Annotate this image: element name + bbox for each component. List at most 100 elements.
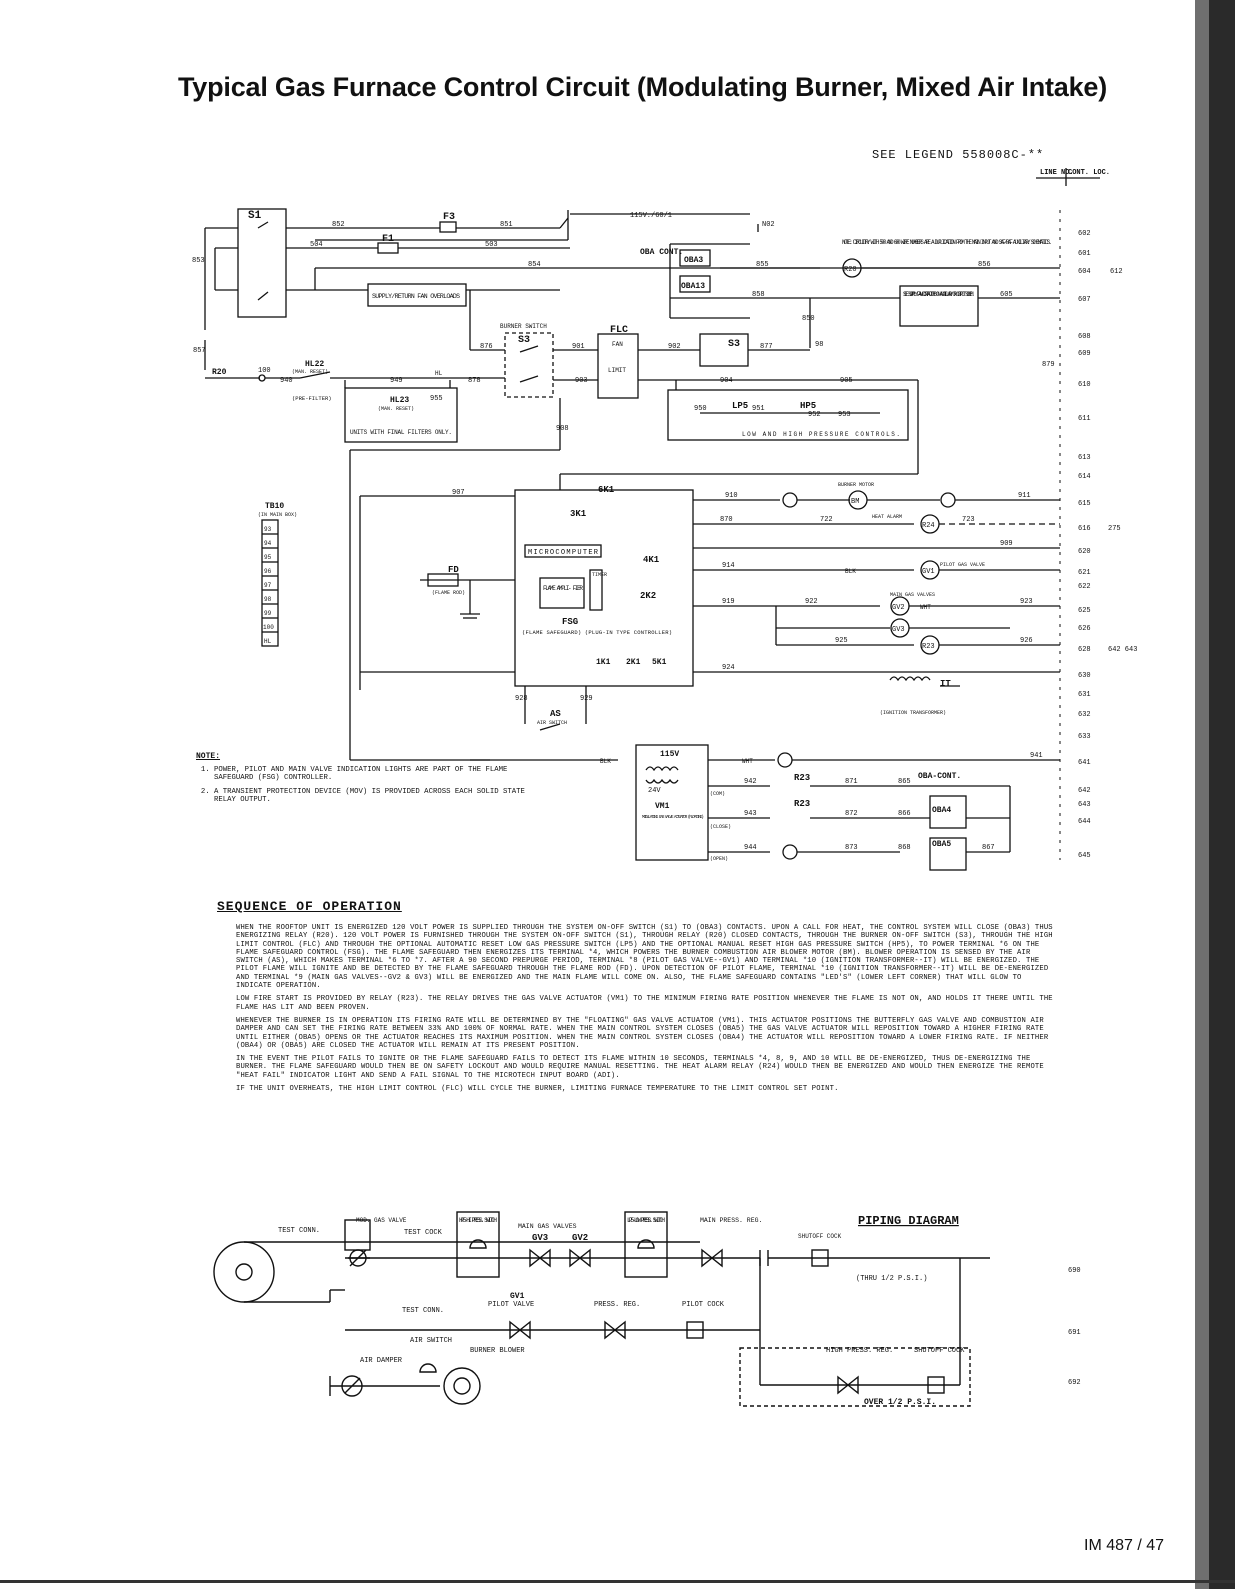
label-s3: S3 — [518, 335, 530, 346]
label-com: (COM) — [710, 791, 725, 797]
label-close: (CLOSE) — [710, 824, 731, 830]
label-vm1-desc: MODULATING GAS VALVE ACTUATOR (FLOATING) — [642, 814, 704, 820]
wire-952: 952 — [808, 411, 821, 419]
wire-873: 873 — [845, 844, 858, 852]
line-no-607: 607 — [1078, 296, 1091, 304]
line-no-602: 602 — [1078, 230, 1091, 238]
label-wht-1: WHT — [920, 604, 931, 611]
tb10-terminal-4: 96 — [264, 568, 272, 575]
line-no-630: 630 — [1078, 672, 1091, 680]
wire-98: 98 — [815, 341, 823, 349]
scan-edge-dark — [1209, 0, 1235, 1589]
line-no-614: 614 — [1078, 473, 1091, 481]
label-fan: FAN — [612, 341, 623, 348]
label-n02: N02 — [762, 221, 775, 229]
line-no-645: 645 — [1078, 852, 1091, 860]
wire-928: 928 — [515, 695, 528, 703]
pipe-press-reg: PRESS. REG. — [594, 1301, 640, 1309]
pipe-line-692: 692 — [1068, 1379, 1081, 1387]
wire-914: 914 — [722, 562, 735, 570]
schematic-notes: NOTE: POWER, PILOT AND MAIN VALVE INDICA… — [196, 752, 526, 810]
pipe-shutoff-cock: SHUTOFF COCK — [798, 1233, 842, 1240]
wire-865: 865 — [898, 778, 911, 786]
wire-901: 901 — [572, 343, 585, 351]
label-vm1: VM1 — [655, 802, 670, 811]
label-gv3: GV3 — [892, 626, 905, 634]
label-units-final-filters: UNITS WITH FINAL FILTERS ONLY. — [350, 429, 452, 436]
label-ignition-transformer: (IGNITION TRANSFORMER) — [880, 710, 946, 716]
wire-504: 504 — [310, 241, 323, 249]
wire-503: 503 — [485, 241, 498, 249]
label-s1: S1 — [248, 210, 262, 222]
wire-926: 926 — [1020, 637, 1033, 645]
wire-855: 855 — [756, 261, 769, 269]
wire-722: 722 — [820, 516, 833, 524]
piping-diagram: TEST CONN. MOD. GAS VALVE TEST COCK HP5-… — [213, 1211, 1081, 1407]
line-no-622: 622 — [1078, 583, 1091, 591]
label-hp5: HP5 — [800, 401, 816, 411]
label-r24: R24 — [922, 522, 935, 530]
label-air-switch: AIR SWITCH — [537, 720, 567, 726]
label-flame-amplifier: FLAME AMPLI- FIER — [543, 585, 583, 592]
label-2k2: 2K2 — [640, 591, 656, 601]
wire-953: 953 — [838, 411, 851, 419]
label-oba-cont: OBA CONT. — [640, 248, 683, 257]
pipe-pilot-cock: PILOT COCK — [682, 1301, 725, 1309]
pipe-test-cock: TEST COCK — [404, 1229, 443, 1237]
label-burner-motor: BURNER MOTOR — [838, 482, 874, 488]
wire-858: 858 — [752, 291, 765, 299]
label-2k1: 2K1 — [626, 658, 641, 667]
label-3k1: 3K1 — [570, 509, 587, 519]
label-gv2: GV2 — [892, 604, 905, 612]
label-tb10-sub: (IN MAIN BOX) — [258, 512, 297, 518]
label-flame-rod: (FLAME ROD) — [432, 590, 465, 596]
pipe-air-damper: AIR DAMPER — [360, 1357, 403, 1365]
wire-878: 878 — [468, 377, 481, 385]
line-no-611: 611 — [1078, 415, 1091, 423]
wire-605: 605 — [1000, 291, 1013, 299]
pipe-lp5: LP5-LOW PRESS. SWITCH — [627, 1217, 665, 1224]
line-no-615: 615 — [1078, 500, 1091, 508]
line-no-608: 608 — [1078, 333, 1091, 341]
wire-853: 853 — [192, 257, 205, 265]
wire-902: 902 — [668, 343, 681, 351]
line-no-641: 641 — [1078, 759, 1091, 767]
label-see-supply-fan: SEE SUPPLY FAN CONTACTORS ON AUXILLARY O… — [903, 291, 975, 298]
sequence-paragraph-5: IF THE UNIT OVERHEATS, THE HIGH LIMIT CO… — [236, 1085, 839, 1094]
pipe-shutoff-cock-2: SHUTOFF COCK — [914, 1347, 965, 1355]
label-r20: R20 — [212, 368, 227, 377]
label-oba4: OBA4 — [932, 806, 951, 815]
tb10-terminal-1: 93 — [264, 526, 272, 533]
wire-877: 877 — [760, 343, 773, 351]
tb10-terminal-2: 94 — [264, 540, 272, 547]
wire-856: 856 — [978, 261, 991, 269]
label-wht-2: WHT — [742, 758, 753, 765]
label-hl23: HL23 — [390, 396, 409, 405]
line-no-643: 643 — [1078, 801, 1091, 809]
wire-944: 944 — [744, 844, 757, 852]
tb10-terminal-8: 100 — [263, 624, 274, 631]
wire-904: 904 — [720, 377, 733, 385]
label-hl: HL — [435, 370, 443, 377]
wire-852: 852 — [332, 221, 345, 229]
label-pilot-gas-valve: PILOT GAS VALVE — [940, 562, 985, 568]
page-footer: IM 487 / 47 — [1084, 1537, 1165, 1554]
cont-loc-616: 275 — [1108, 525, 1121, 533]
control-circuit-schematic: S1 F1 F3 115V./60/1 N02 NOTE: CIRCUITRY … — [192, 168, 1137, 871]
pipe-gv3: GV3 — [532, 1233, 548, 1243]
sequence-paragraph-1: WHEN THE ROOFTOP UNIT IS ENERGIZED 120 V… — [236, 924, 1053, 991]
tb10-terminal-3: 95 — [264, 554, 272, 561]
pipe-air-switch: AIR SWITCH — [410, 1337, 452, 1345]
label-hl23-sub: (MAN. RESET) — [378, 406, 414, 412]
label-heat-alarm: HEAT ALARM — [872, 514, 902, 520]
label-r23-coil: R23 — [922, 643, 935, 651]
label-5k1: 5K1 — [652, 658, 667, 667]
wire-871: 871 — [845, 778, 858, 786]
line-no-620: 620 — [1078, 548, 1091, 556]
line-no-632: 632 — [1078, 711, 1091, 719]
label-limit: LIMIT — [608, 367, 626, 374]
label-main-gas-valves: MAIN GAS VALVES — [890, 592, 935, 598]
pipe-high-press-reg: HIGH PRESS. REG. — [826, 1347, 893, 1355]
wire-919: 919 — [722, 598, 735, 606]
label-f1: F1 — [382, 234, 394, 245]
